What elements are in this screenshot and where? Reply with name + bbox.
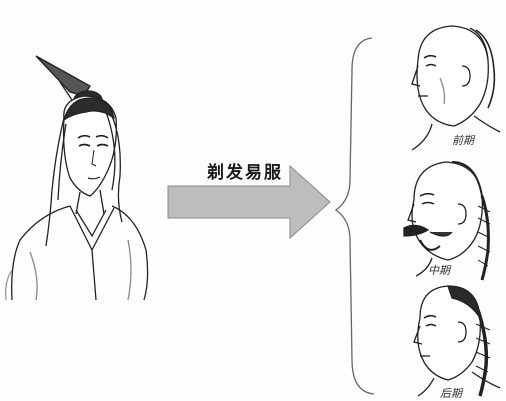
caption-middle: 中期	[428, 264, 450, 277]
queue-head-early	[411, 25, 501, 151]
curly-brace	[334, 37, 375, 395]
transform-arrow	[167, 164, 331, 240]
caption-early: 前期	[452, 134, 474, 147]
queue-head-late	[413, 285, 501, 397]
queue-head-middle	[403, 161, 491, 281]
han-scholar-figure	[4, 55, 149, 301]
arrow-label: 剃发易服	[207, 163, 283, 183]
caption-late: 后期	[440, 387, 462, 400]
